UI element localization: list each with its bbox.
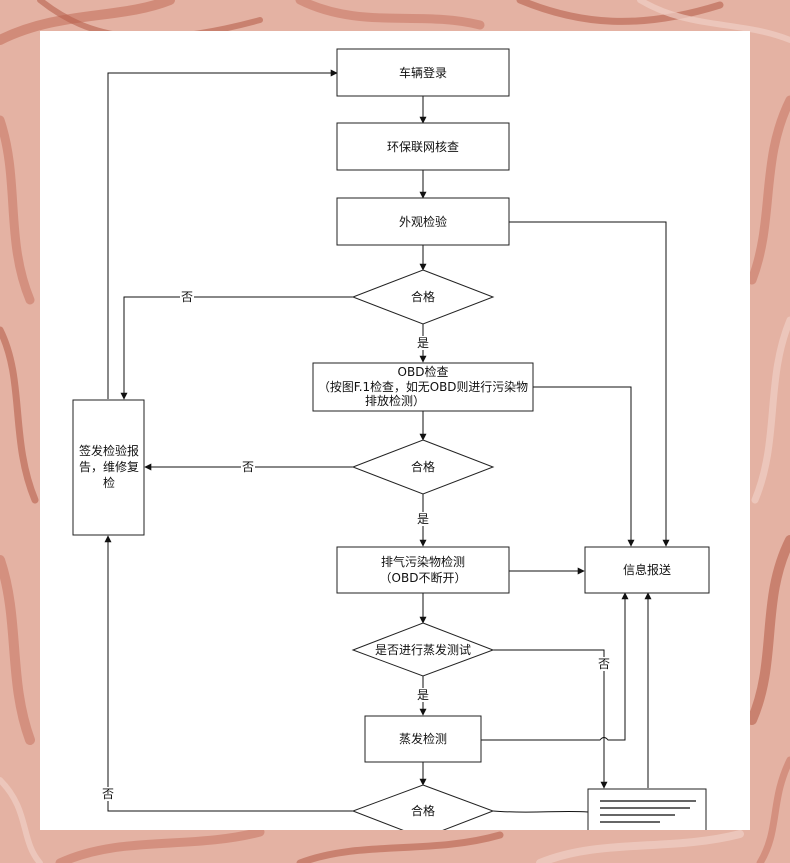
node-decision-3-label: 合格 bbox=[411, 803, 435, 818]
illegible-text-scribble bbox=[600, 800, 696, 823]
node-visual-inspection: 外观检验 bbox=[336, 197, 510, 246]
label-no-evap: 否 bbox=[598, 657, 610, 671]
node-bottom-box-blurred bbox=[587, 788, 707, 830]
node-info-report-label: 信息报送 bbox=[623, 562, 671, 577]
node-network-check-label: 环保联网核查 bbox=[387, 140, 459, 154]
edges bbox=[104, 69, 670, 813]
node-evap-decision: 是否进行蒸发测试 bbox=[351, 622, 495, 677]
edge-obd-to-info bbox=[533, 386, 635, 547]
node-decision-1: 合格 bbox=[351, 269, 495, 325]
node-evap-test: 蒸发检测 bbox=[364, 715, 482, 763]
node-network-check: 环保联网核查 bbox=[336, 122, 510, 171]
node-exhaust-test: 排气污染物检测 （OBD不断开） bbox=[336, 546, 510, 594]
node-issue-report-line3: 检 bbox=[103, 475, 115, 490]
node-info-report: 信息报送 bbox=[584, 546, 710, 594]
label-no-2: 否 bbox=[242, 460, 254, 474]
edge-evap-decision-no bbox=[493, 649, 608, 789]
node-obd-title: OBD检查 bbox=[398, 364, 449, 379]
edge-decision3-to-bottom-box bbox=[492, 810, 589, 813]
edge-decision3-no-to-report bbox=[104, 535, 353, 812]
node-visual-inspection-label: 外观检验 bbox=[399, 214, 447, 229]
node-exhaust-line2: （OBD不断开） bbox=[380, 570, 467, 585]
node-register-label: 车辆登录 bbox=[399, 65, 447, 80]
edge-visual-to-info bbox=[508, 221, 670, 547]
label-no-3: 否 bbox=[102, 787, 114, 801]
label-yes-1: 是 bbox=[417, 336, 429, 350]
edge-report-to-register bbox=[107, 69, 338, 399]
node-issue-report: 签发检验报 告，维修复 检 bbox=[72, 399, 145, 536]
node-obd-line2: （按图F.1检查，如无OBD则进行污染物 bbox=[318, 379, 528, 394]
node-exhaust-line1: 排气污染物检测 bbox=[381, 554, 465, 569]
node-issue-report-line2: 告，维修复 bbox=[79, 459, 139, 474]
node-obd-line3: 排放检测） bbox=[365, 393, 425, 408]
node-decision-1-label: 合格 bbox=[411, 289, 435, 304]
label-yes-2: 是 bbox=[417, 512, 429, 526]
node-decision-2-label: 合格 bbox=[411, 459, 435, 474]
node-issue-report-line1: 签发检验报 bbox=[79, 443, 139, 458]
label-yes-3: 是 bbox=[417, 688, 429, 702]
node-register: 车辆登录 bbox=[336, 48, 510, 97]
edge-labels: 是 是 是 否 否 否 否 bbox=[101, 290, 611, 801]
label-no-1: 否 bbox=[181, 290, 193, 304]
node-evap-decision-label: 是否进行蒸发测试 bbox=[375, 642, 471, 657]
edge-decision1-no-to-report bbox=[120, 296, 353, 400]
node-obd-check: OBD检查 （按图F.1检查，如无OBD则进行污染物 排放检测） bbox=[312, 362, 534, 412]
node-decision-3: 合格 bbox=[351, 784, 495, 830]
node-decision-2: 合格 bbox=[351, 439, 495, 495]
node-evap-test-label: 蒸发检测 bbox=[399, 731, 447, 746]
